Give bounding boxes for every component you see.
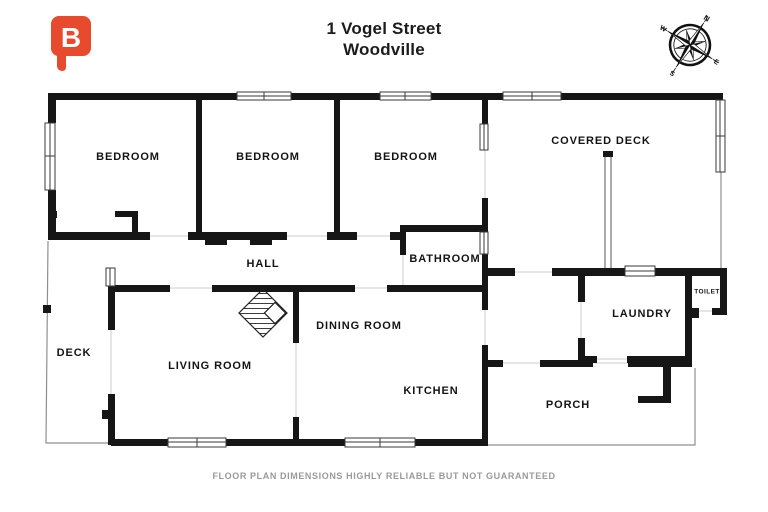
brand-logo-icon: B — [50, 16, 91, 71]
walls — [48, 93, 727, 446]
porch-outline — [488, 368, 696, 446]
room-label-deck: DECK — [56, 347, 92, 359]
suburb-line: Woodville — [343, 40, 425, 60]
disclaimer-text: FLOOR PLAN DIMENSIONS HIGHLY RELIABLE BU… — [212, 471, 556, 481]
room-label-dining-room: DINING ROOM — [316, 320, 402, 332]
compass-rose-icon: N E S W — [658, 13, 720, 79]
page-title: 1 Vogel Street Woodville — [0, 18, 768, 61]
address-line: 1 Vogel Street — [326, 19, 442, 38]
room-label-bedroom-1: BEDROOM — [96, 151, 160, 163]
room-label-bedroom-2: BEDROOM — [236, 151, 300, 163]
deck-outline — [45, 240, 111, 444]
compass-south-label: S — [668, 70, 676, 79]
room-label-bedroom-3: BEDROOM — [374, 151, 438, 163]
compass-east-label: E — [712, 58, 720, 67]
compass-west-label: W — [658, 25, 668, 35]
room-label-hall: HALL — [246, 258, 280, 270]
brand-logo-letter: B — [61, 22, 81, 53]
compass-north-label: N — [702, 13, 711, 24]
room-label-laundry: LAUNDRY — [612, 308, 672, 320]
covered-deck-post — [603, 151, 613, 273]
windows — [44, 91, 726, 448]
room-label-living-room: LIVING ROOM — [168, 360, 252, 372]
deck-post — [43, 305, 51, 313]
room-label-bathroom: BATHROOM — [409, 253, 481, 265]
room-label-toilet: TOILET — [694, 288, 720, 296]
door-opening-lines — [110, 148, 713, 417]
room-label-covered-deck: COVERED DECK — [551, 135, 651, 147]
room-label-kitchen: KITCHEN — [403, 385, 459, 397]
room-label-porch: PORCH — [545, 399, 591, 411]
fireplace-icon — [238, 288, 288, 338]
